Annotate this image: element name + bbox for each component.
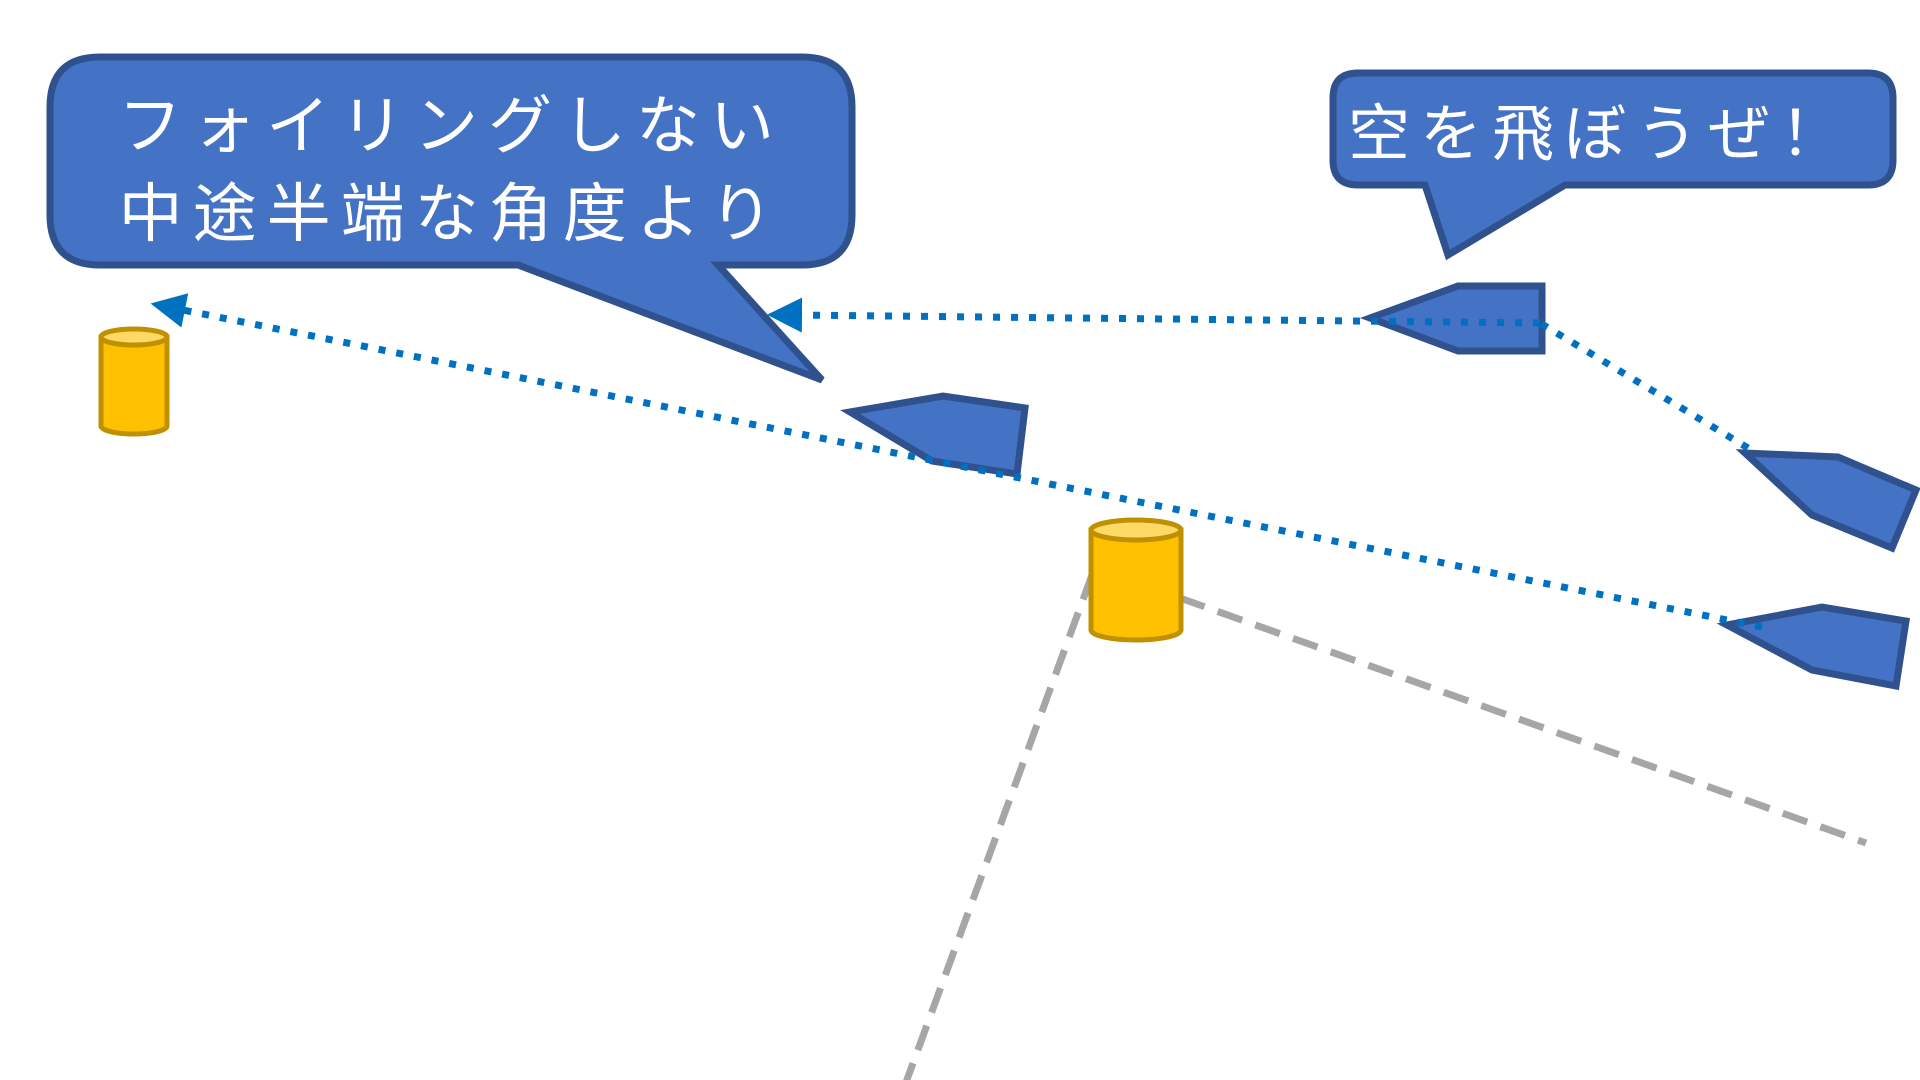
boat-top <box>1359 282 1546 355</box>
layline-left <box>903 573 1096 1080</box>
callout-fly-text: 空を飛ぼうぜ！ <box>1348 97 1852 170</box>
mark-left-buoy <box>98 326 170 437</box>
layline-right <box>1178 594 1868 847</box>
callout-no-foiling: フォイリングしない 中途半端な角度より <box>46 53 856 384</box>
callout-no-foiling-line-2: 中途半端な角度より <box>119 178 784 252</box>
path-foiling-segment-bearaway <box>1538 320 1750 451</box>
callout-fly: 空を飛ぼうぜ！ <box>1329 69 1897 261</box>
boat-middle <box>840 392 1029 479</box>
boat-right-upper <box>1735 449 1920 553</box>
callout-no-foiling-line-1: フォイリングしない <box>118 90 784 164</box>
mark-center-buoy <box>1088 517 1184 643</box>
boat-right-lower <box>1716 603 1910 691</box>
